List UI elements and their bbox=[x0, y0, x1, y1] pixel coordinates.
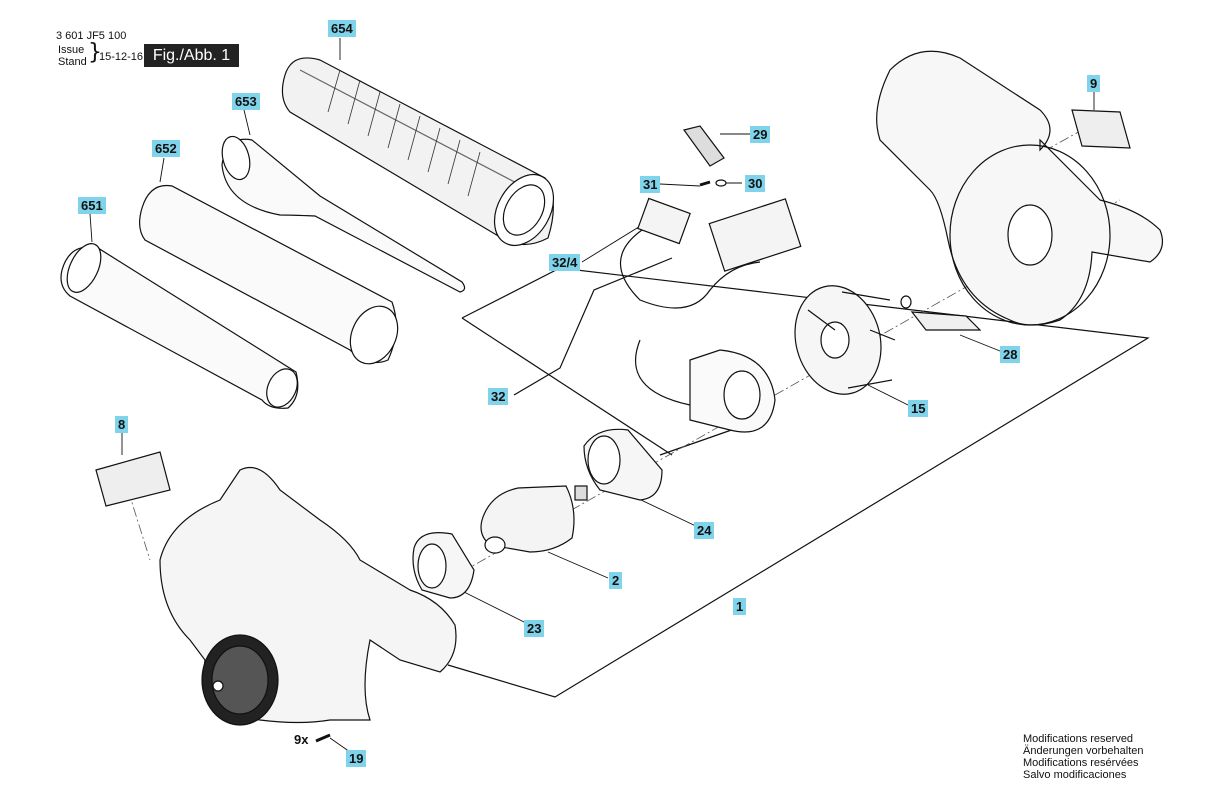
screw-19-drawing bbox=[315, 733, 331, 743]
tube-652-drawing bbox=[139, 184, 399, 365]
callout-2: 2 bbox=[609, 572, 623, 589]
callout-29: 29 bbox=[750, 126, 771, 143]
ring-23-drawing bbox=[412, 532, 475, 599]
footer-line: Änderungen vorbehalten bbox=[1023, 745, 1144, 757]
callout-32-4: 32/4 bbox=[549, 254, 581, 271]
hose-654-drawing bbox=[281, 57, 555, 246]
callout-28: 28 bbox=[1000, 346, 1021, 363]
brace-glyph: } bbox=[88, 40, 102, 65]
wiring-drawing bbox=[619, 229, 761, 309]
nozzle-653-drawing bbox=[221, 135, 466, 293]
footer-line: Salvo modificaciones bbox=[1023, 769, 1127, 781]
footer-line: Modifications reserved bbox=[1023, 733, 1134, 745]
housing-left-drawing bbox=[159, 466, 457, 726]
switch-29-drawing bbox=[682, 125, 725, 167]
label-9-drawing bbox=[1071, 109, 1131, 149]
axis-line-8 bbox=[127, 489, 151, 561]
callout-24: 24 bbox=[694, 522, 715, 539]
spring-31-drawing bbox=[699, 180, 711, 187]
leader-653 bbox=[243, 109, 251, 136]
document-number: 3 601 JF5 100 bbox=[56, 30, 127, 42]
callout-652: 652 bbox=[152, 140, 180, 157]
washer-28-drawing bbox=[900, 295, 912, 309]
fan-15-drawing bbox=[794, 285, 896, 395]
callout-653: 653 bbox=[232, 93, 260, 110]
housing-right-drawing bbox=[876, 50, 1163, 326]
issue-label: Issue bbox=[58, 44, 85, 56]
figure-label: Fig./Abb. 1 bbox=[144, 44, 239, 67]
callout-651: 651 bbox=[78, 197, 106, 214]
issue-date: 15-12-16 bbox=[99, 51, 144, 63]
assembly-line-32 bbox=[461, 317, 673, 456]
leader-23 bbox=[459, 589, 531, 626]
leader-19 bbox=[329, 737, 351, 753]
quantity-19: 9x bbox=[294, 732, 309, 747]
callout-31: 31 bbox=[640, 176, 661, 193]
callout-15: 15 bbox=[908, 400, 929, 417]
pin-30-drawing bbox=[715, 179, 727, 187]
callout-654: 654 bbox=[328, 20, 356, 37]
tube-651-drawing bbox=[60, 243, 299, 409]
leader-651 bbox=[89, 213, 93, 243]
callout-23: 23 bbox=[524, 620, 545, 637]
footer-notice: Modifications reserved Änderungen vorbeh… bbox=[1023, 733, 1143, 781]
leader-32-4 bbox=[581, 224, 643, 263]
footer-line: Modifications resérvées bbox=[1023, 757, 1139, 769]
leader-31 bbox=[659, 183, 701, 187]
callout-32: 32 bbox=[488, 388, 509, 405]
assembly-line-32-b bbox=[513, 257, 673, 396]
leader-15 bbox=[867, 384, 909, 406]
assembly-line-1 bbox=[447, 267, 1150, 698]
bracket-ring-drawing bbox=[723, 370, 761, 420]
callout-1: 1 bbox=[733, 598, 747, 615]
wiring-drawing-2 bbox=[635, 339, 691, 406]
label-8-drawing bbox=[95, 451, 171, 507]
switch-32-4-drawing bbox=[637, 197, 691, 245]
leader-2 bbox=[547, 551, 609, 579]
leader-652 bbox=[159, 157, 165, 183]
callout-9: 9 bbox=[1087, 75, 1101, 92]
motor-2-drawing bbox=[480, 485, 588, 554]
callout-19: 19 bbox=[346, 750, 367, 767]
label-28-drawing bbox=[910, 311, 982, 331]
callout-30: 30 bbox=[745, 175, 766, 192]
pcb-drawing bbox=[708, 198, 802, 272]
stand-label: Stand bbox=[58, 56, 87, 68]
callout-8: 8 bbox=[115, 416, 129, 433]
holder-24-drawing bbox=[583, 428, 663, 501]
